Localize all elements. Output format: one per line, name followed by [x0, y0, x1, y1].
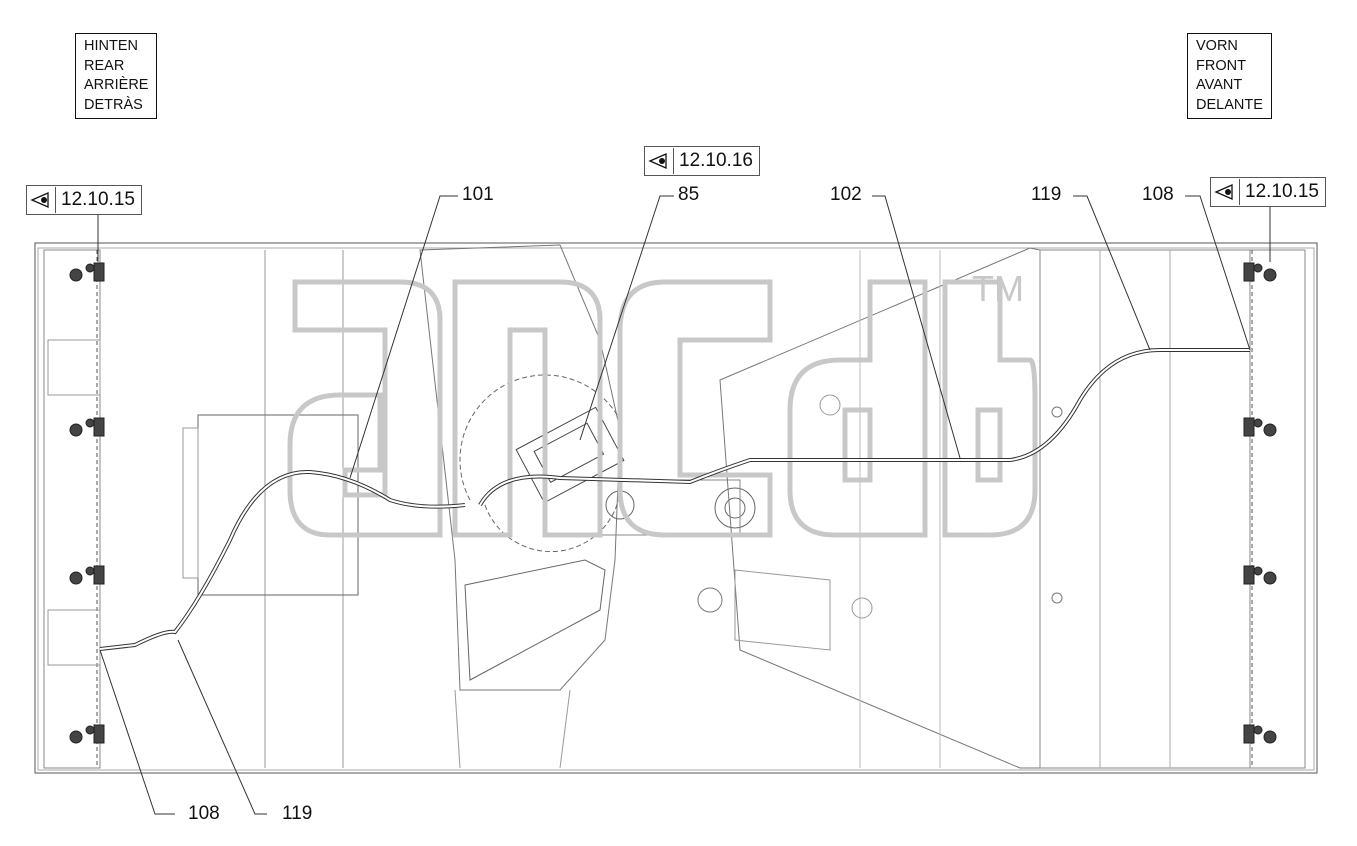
direction-rear-es: DETRÀS [84, 96, 143, 113]
direction-rear-box: HINTEN REAR ARRIÈRE DETRÀS [75, 33, 158, 119]
clamp-rear-4 [69, 724, 105, 744]
reference-left[interactable]: 12.10.15 [26, 185, 142, 215]
direction-rear-fr: ARRIÈRE [84, 77, 149, 93]
hose-lines [99, 348, 1250, 651]
front-crossmember [1249, 249, 1306, 769]
clamp-front-3 [1243, 565, 1277, 585]
reference-center[interactable]: 12.10.16 [644, 146, 760, 176]
callout-85: 85 [678, 184, 700, 205]
left-tray [197, 414, 359, 596]
callout-102: 102 [830, 184, 862, 205]
eye-view-icon [27, 187, 56, 213]
clamp-front-2 [1243, 417, 1277, 437]
direction-front-en: FRONT [1196, 57, 1246, 74]
eye-view-icon [1211, 179, 1240, 205]
callout-108-bottom: 108 [188, 803, 220, 824]
eye-view-icon [645, 148, 674, 174]
reference-right[interactable]: 12.10.15 [1210, 177, 1326, 207]
clamp-front-1 [1243, 262, 1277, 282]
watermark-trademark: TM [972, 268, 1024, 309]
direction-rear-en: REAR [84, 57, 125, 74]
clamp-rear-2 [69, 417, 105, 437]
reference-center-label: 12.10.16 [679, 150, 753, 171]
direction-front-fr: AVANT [1196, 77, 1243, 93]
callout-119-top: 119 [1031, 184, 1062, 205]
direction-front-de: VORN [1196, 38, 1238, 54]
direction-front-box: VORN FRONT AVANT DELANTE [1187, 33, 1272, 119]
clamp-rear-3 [69, 565, 105, 585]
callout-119-bottom: 119 [282, 803, 313, 824]
clamp-rear-1 [69, 262, 105, 282]
direction-rear-de: HINTEN [84, 38, 138, 54]
direction-front-es: DELANTE [1196, 96, 1263, 113]
reference-left-label: 12.10.15 [61, 189, 135, 210]
callout-108-top: 108 [1142, 184, 1174, 205]
leader-lines [97, 195, 1271, 815]
reference-right-label: 12.10.15 [1245, 181, 1319, 202]
clamp-front-4 [1243, 724, 1277, 744]
callout-101: 101 [462, 184, 494, 205]
frame-outline [34, 242, 1318, 774]
rear-crossmember [43, 249, 101, 769]
watermark-logo [287, 279, 1038, 538]
